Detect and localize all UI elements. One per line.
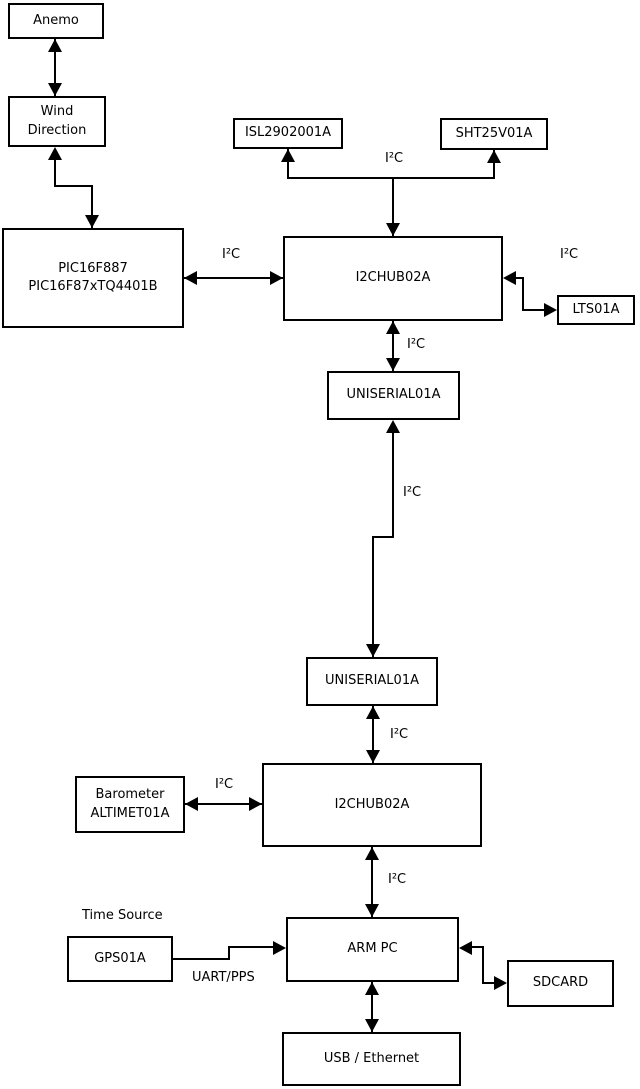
arrowhead-down-serial2-top [366,644,380,657]
label-uart-pps: UART/PPS [192,970,255,985]
arrowhead-up-sht [487,150,501,163]
edge-label-i2c-lts: I²C [560,247,579,262]
node-anemo: Anemo [8,3,104,39]
arrowhead-down-armpc-top [365,904,379,917]
arrowhead-up-serial1-bottom [386,420,400,433]
connector-pic-hub1-line [184,277,283,279]
connector-sht-stub [493,150,495,179]
arrowhead-down-hub2-top [366,750,380,763]
connector-wind-pic-h [54,185,93,187]
node-sdcard: SDCARD [507,960,614,1007]
connector-gps-armpc-h2 [228,946,276,948]
arrowhead-up-hub1-bottom [386,321,400,334]
label-time-source: Time Source [82,908,163,923]
arrowhead-up-isl [281,149,295,162]
edge-label-i2c-serial2-hub2: I²C [390,727,409,742]
edge-label-i2c-serials: I²C [403,485,422,500]
node-lts01a: LTS01A [557,295,635,325]
arrowhead-down-hub1-top [386,223,400,236]
node-pic16f887: PIC16F887 PIC16F87xTQ4401B [2,228,184,328]
connector-serials-v2 [372,536,374,657]
node-isl2902001a: ISL2902001A [233,118,343,149]
arrowhead-right-lts [544,303,557,317]
connector-sensors-vstem [392,177,394,236]
connector-anemo-wind-line [54,39,56,96]
arrowhead-right-sdcard [494,976,507,990]
connector-armpc-sdcard-h2 [482,982,498,984]
connector-serials-v1 [392,431,394,538]
arrowhead-up-anemo [48,39,62,52]
arrowhead-up-armpc-bottom [365,982,379,995]
arrowhead-up-serial2-bottom [366,706,380,719]
connector-isl-stub [287,149,289,179]
node-arm-pc: ARM PC [286,917,459,982]
connector-wind-pic-v1 [54,158,56,187]
connector-hub1-lts-h2 [522,309,549,311]
node-i2chub02a-top: I2CHUB02A [283,236,503,321]
edge-label-i2c-hub1-serial1: I²C [407,337,426,352]
arrowhead-down-usbeth-top [365,1019,379,1032]
connector-gps-armpc-h1 [173,958,230,960]
arrowhead-right-hub2-left [249,797,262,811]
arrowhead-right-hub1 [270,271,283,285]
node-wind-direction: Wind Direction [8,96,106,147]
edge-label-i2c-hub2-armpc: I²C [388,872,407,887]
connector-wind-pic-v2 [91,185,93,228]
arrowhead-down-wind [48,83,62,96]
arrowhead-down-serial1-top [386,358,400,371]
connector-hub1-lts-h1 [513,277,524,279]
edge-label-i2c-pic-hub1: I²C [222,247,241,262]
connector-hub1-serial1-line [392,321,394,371]
arrowhead-left-hub1-right [503,271,516,285]
arrowhead-down-pic-top [85,215,99,228]
node-uniserial01a-bottom: UNISERIAL01A [306,657,438,706]
node-barometer-altimet01a: Barometer ALTIMET01A [75,776,185,833]
connector-hub2-armpc-line [371,847,373,917]
connector-armpc-sdcard-h1 [469,946,484,948]
arrowhead-left-baro [185,797,198,811]
arrowhead-left-pic [184,271,197,285]
node-uniserial01a-top: UNISERIAL01A [327,371,460,420]
connector-serials-jog [372,536,394,538]
node-gps01a: GPS01A [67,936,173,982]
connector-sensors-hbar [287,177,495,179]
connector-baro-hub2-line [185,803,262,805]
arrowhead-up-wind-bottom [48,147,62,160]
connector-hub1-lts-v [522,277,524,311]
node-sht25v01a: SHT25V01A [440,118,548,150]
edge-label-i2c-sensors: I²C [385,151,404,166]
connector-serial2-hub2-line [372,706,374,763]
connector-armpc-sdcard-v [482,946,484,984]
node-usb-ethernet: USB / Ethernet [282,1032,461,1086]
edge-label-i2c-baro: I²C [215,777,234,792]
connector-armpc-usbeth-line [371,982,373,1032]
node-i2chub02a-bottom: I2CHUB02A [262,763,482,847]
arrowhead-up-hub2-bottom [365,847,379,860]
arrowhead-right-armpc-left [273,941,286,955]
connector-gps-armpc-v [228,946,230,960]
arrowhead-left-armpc-right [459,941,472,955]
